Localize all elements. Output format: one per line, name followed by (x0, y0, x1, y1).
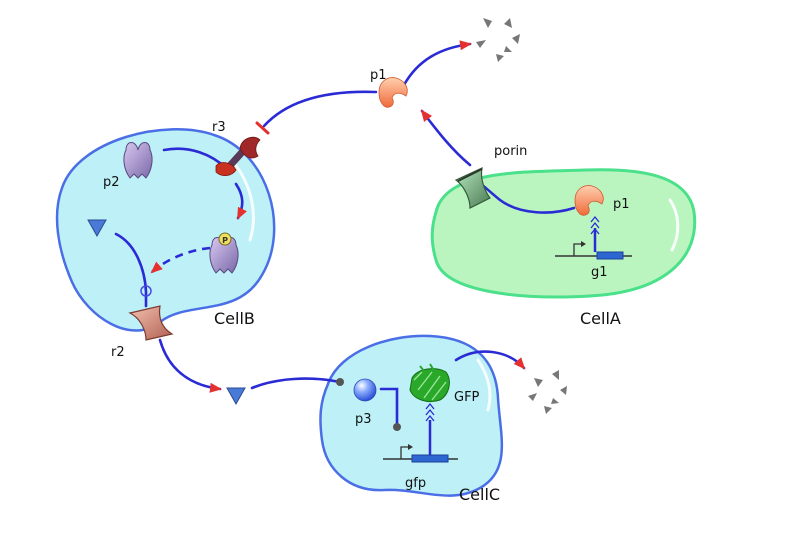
gene-g1 (555, 241, 632, 260)
protein-gfp-icon (409, 363, 450, 403)
edge-p1-inhibits-r3 (262, 90, 378, 128)
label-gfp-protein: GFP (454, 390, 480, 405)
expression-arrow-gfp (425, 402, 435, 455)
label-porin: porin (494, 144, 527, 159)
label-p1: p1 (370, 68, 387, 83)
edge-p1-degradation (402, 40, 472, 87)
edge-node (336, 378, 344, 386)
label-r3: r3 (212, 120, 226, 135)
edge-porin-exports-p1 (420, 109, 472, 167)
label-r2: r2 (111, 345, 125, 360)
phosphate-icon (218, 232, 232, 246)
label-p1-cell-a: p1 (613, 197, 630, 212)
edge-r2-secretes-ligand (158, 338, 222, 393)
label-p2: p2 (103, 175, 120, 190)
svg-text:P: P (222, 236, 228, 245)
cell-c-label: CellC (459, 485, 500, 504)
cell-c (319, 334, 504, 497)
edge-p3-to-gfp-promoter (379, 387, 399, 427)
expression-arrow-g1 (590, 215, 600, 252)
degradation-fragments-gfp-icon (528, 370, 567, 414)
cell-b-label: CellB (214, 309, 255, 328)
edge-p2-active (150, 246, 211, 274)
label-p3: p3 (355, 412, 372, 427)
label-g1: g1 (591, 265, 608, 280)
edge-gfp-degradation (454, 350, 526, 370)
edge-node (393, 423, 401, 431)
protein-p2-icon (123, 142, 153, 179)
label-gfp-gene: gfp (405, 476, 426, 491)
porin-icon (454, 166, 491, 209)
binding-site (140, 285, 152, 297)
inhibition-bar (255, 121, 270, 135)
cell-b (55, 128, 276, 332)
edge-ligand-r2 (114, 232, 148, 308)
ligand-triangle-cell-b-icon (87, 219, 107, 238)
receptor-r2-icon (128, 305, 174, 341)
protein-p3-icon (353, 378, 377, 402)
gene-gfp (383, 444, 458, 463)
cell-a (430, 168, 697, 299)
protein-p1-icon (378, 77, 408, 108)
edge-r3-phosphorylates-p2 (234, 182, 247, 220)
edge-ligand-to-cell-c (250, 377, 342, 390)
degradation-fragments-icon (476, 18, 520, 62)
protein-p1-cell-a-icon (574, 185, 604, 216)
receptor-r3-icon (215, 136, 261, 176)
cell-a-label: CellA (580, 309, 621, 328)
ligand-triangle-outside-icon (226, 387, 246, 406)
protein-p2-phosphorylated-icon: P (209, 232, 239, 274)
